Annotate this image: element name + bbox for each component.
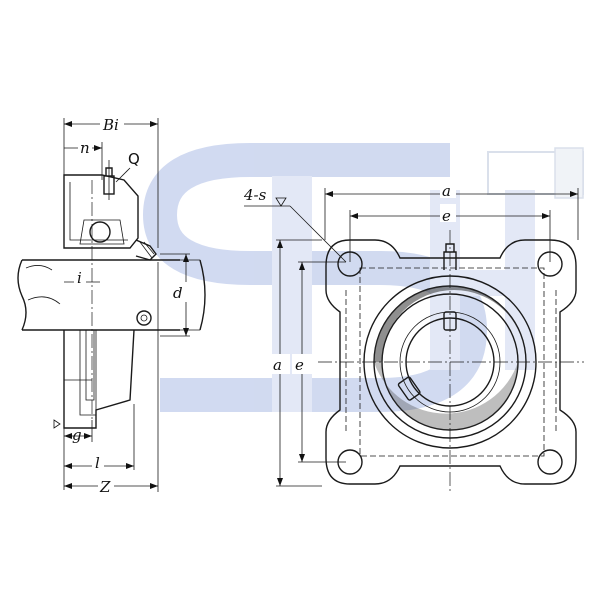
label-l: l xyxy=(95,454,100,472)
label-n: n xyxy=(80,139,90,157)
label-e-left: e xyxy=(295,356,304,374)
bolt-hole-top-left xyxy=(337,251,363,277)
label-a-top: a xyxy=(442,182,451,200)
front-view: a e 4-s a e xyxy=(243,180,584,494)
side-view: Bi n Q i xyxy=(17,114,206,496)
label-Q: Q xyxy=(128,150,140,168)
label-a-left: a xyxy=(273,356,282,374)
label-i: i xyxy=(77,269,82,287)
label-d: d xyxy=(173,284,183,302)
bolt-hole-bottom-right xyxy=(537,449,563,475)
label-e-top: e xyxy=(442,207,451,225)
label-g: g xyxy=(72,426,82,444)
label-Bi: Bi xyxy=(102,116,119,134)
watermark-logo xyxy=(142,143,584,412)
bolt-hole-bottom-left xyxy=(337,449,363,475)
flange-outline xyxy=(325,239,577,485)
label-bolt-spec: 4-s xyxy=(243,186,267,204)
watermark-s-shape xyxy=(142,143,488,412)
bolt-hole-top-right xyxy=(537,251,563,277)
label-Z: Z xyxy=(99,478,111,496)
watermark-fitting-nut xyxy=(554,147,584,199)
watermark-t-bar xyxy=(272,176,312,412)
